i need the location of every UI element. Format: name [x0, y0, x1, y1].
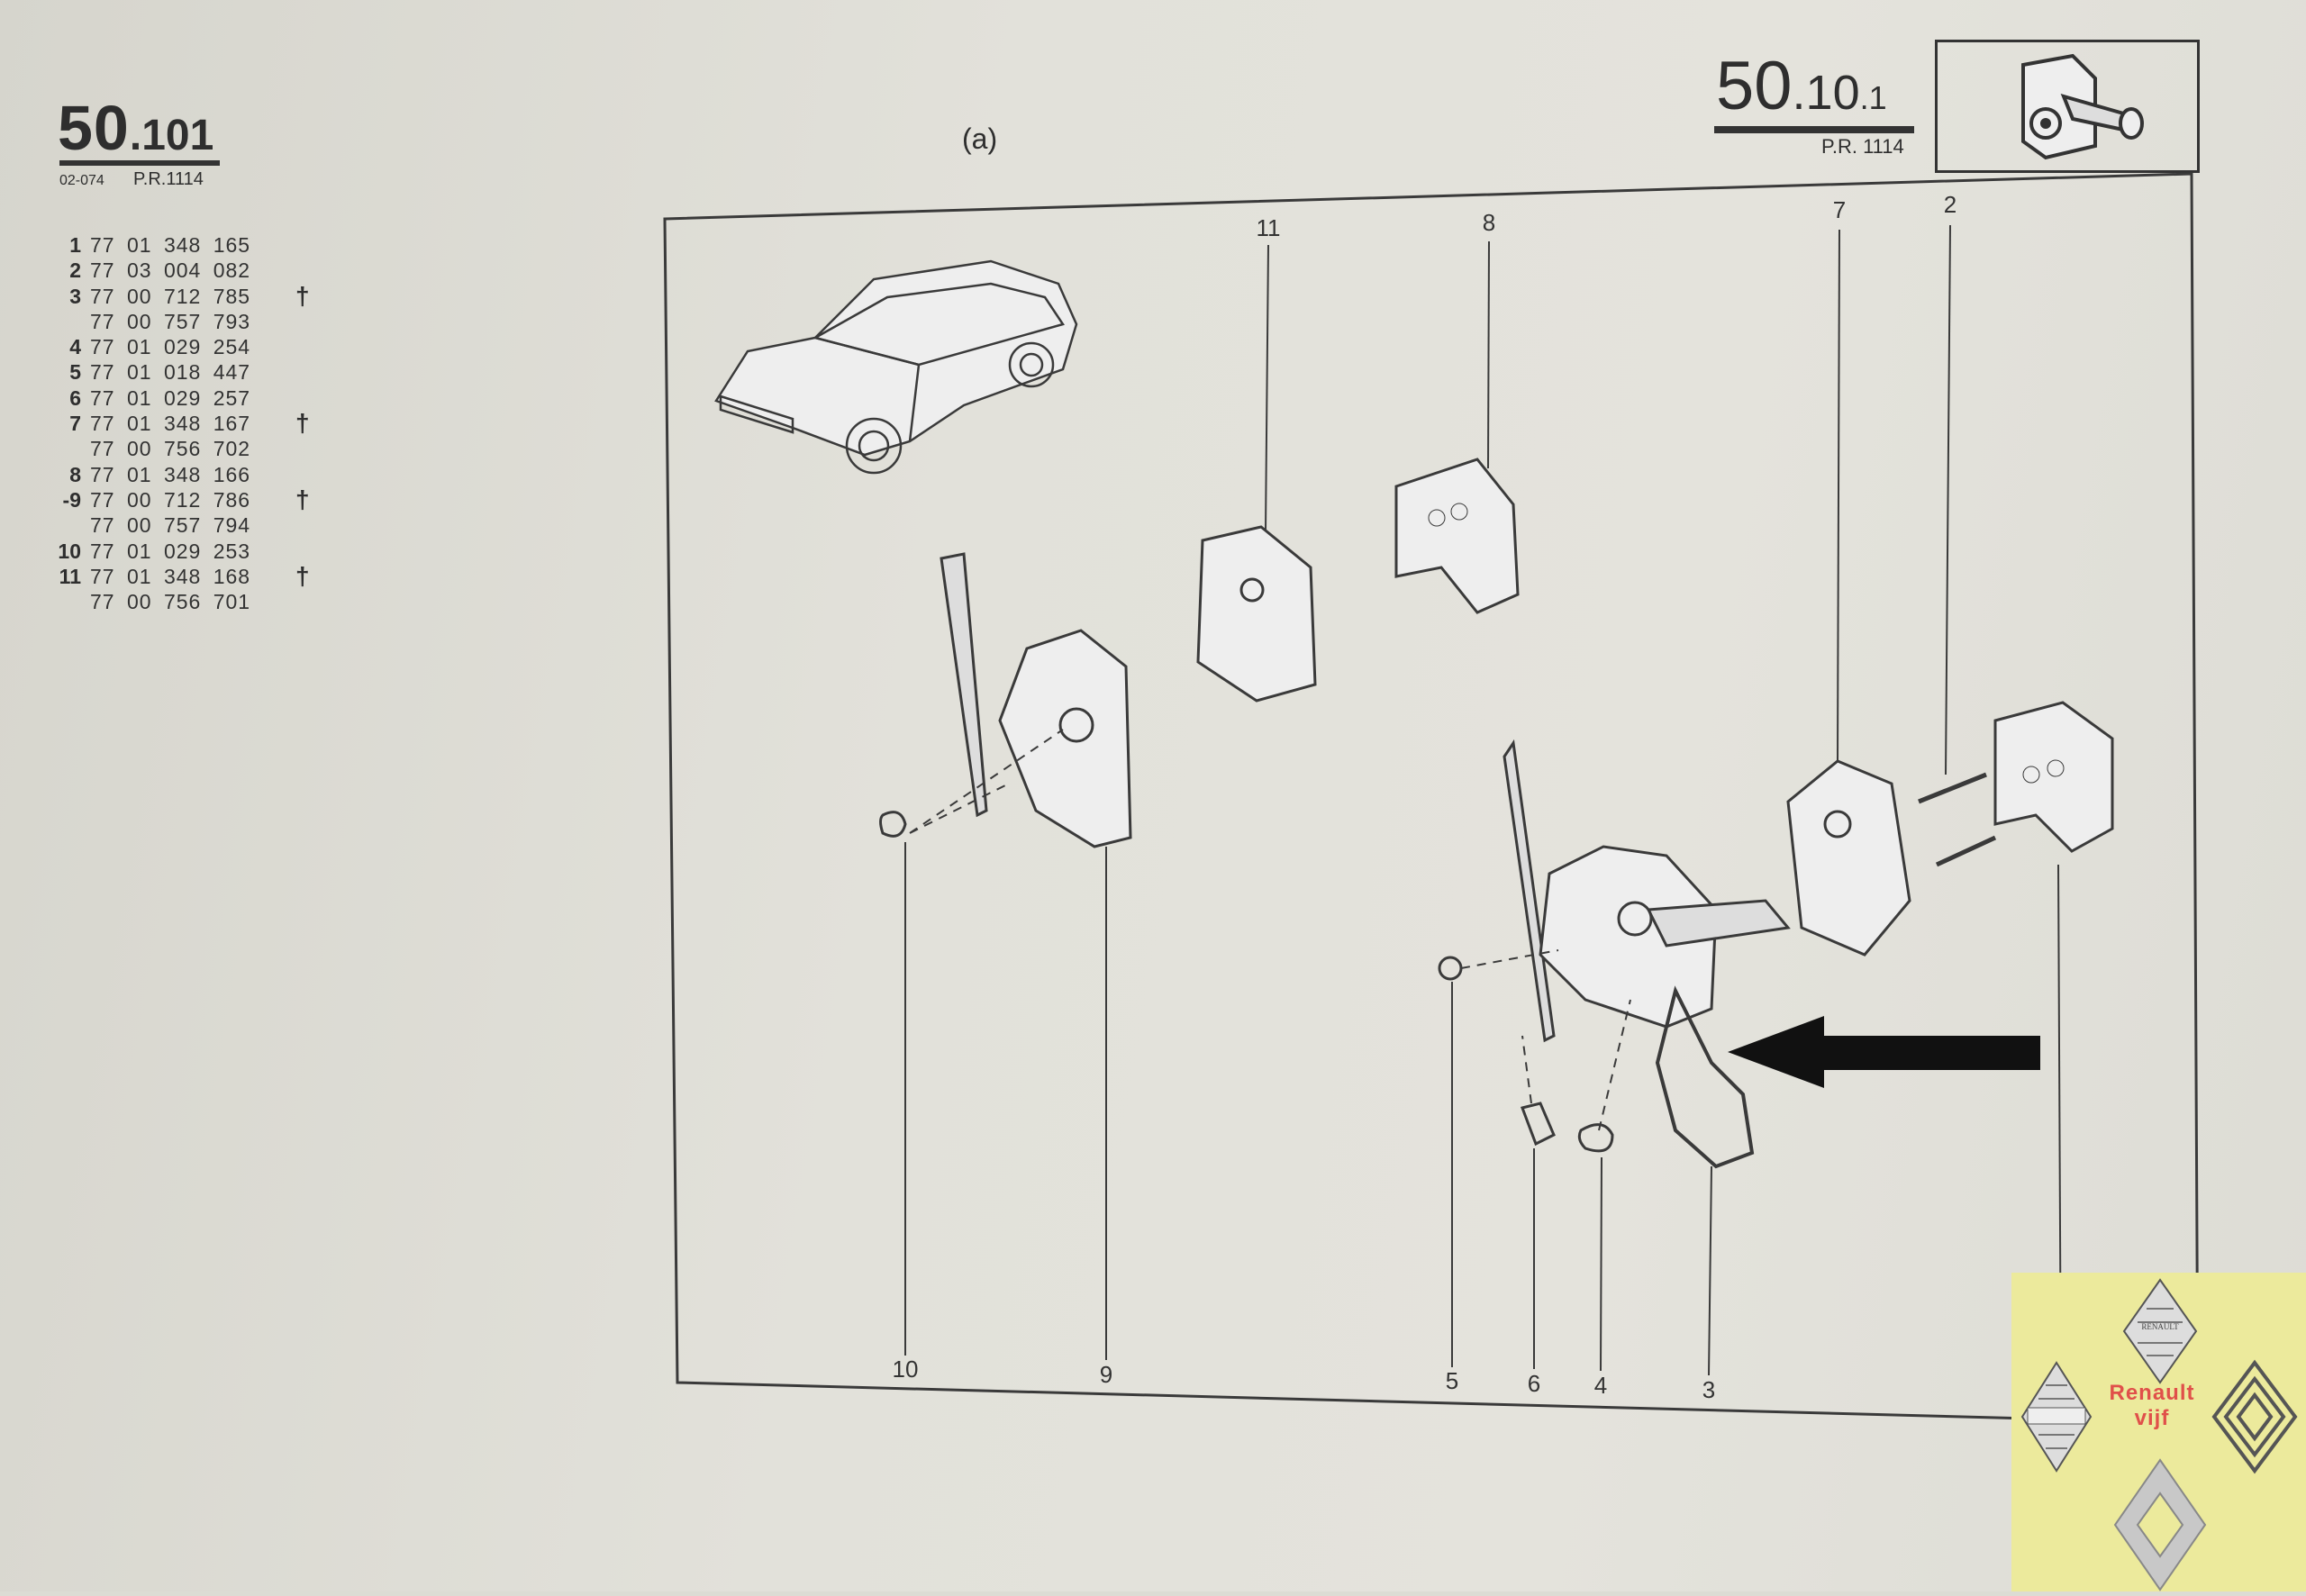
part-ref: 7	[69, 412, 81, 436]
header-rule	[59, 160, 220, 166]
part-number: 77 03 004 082	[90, 258, 251, 283]
supersession-mark: †	[295, 485, 310, 513]
pr-number-left: P.R.1114	[133, 169, 204, 189]
renault-logo-1972	[2211, 1359, 2298, 1474]
renault-logo-modern	[2113, 1458, 2207, 1591]
supersession-mark: †	[295, 561, 310, 590]
parts-list-row: 77 00 756 701	[56, 589, 313, 614]
callout-4: 4	[1593, 1372, 1608, 1399]
part-5	[1438, 956, 1463, 981]
parts-list-row: 8 77 01 348 166	[56, 462, 313, 487]
part-ref: 2	[69, 258, 81, 283]
part-number: 77 00 712 785	[90, 284, 251, 308]
parts-list-row: 6 77 01 029 257	[56, 385, 313, 411]
parts-list-row: 77 00 757 794	[56, 512, 313, 538]
rod	[1503, 739, 1556, 1043]
part-8	[1394, 458, 1520, 614]
part-4	[1577, 1123, 1614, 1153]
parts-list-row: 3 77 00 712 785 †	[56, 281, 313, 310]
parts-list-row: 2 77 03 004 082	[56, 258, 313, 283]
part-3	[1655, 985, 1755, 1169]
renault-logo-1940s	[2122, 1278, 2198, 1384]
lock-assembly	[1539, 845, 1718, 1029]
part-ref: 11	[59, 564, 81, 588]
part-number: 77 00 756 701	[90, 590, 251, 614]
part-number: 77 01 348 165	[90, 233, 251, 257]
page-reference-right: 50.10.1	[1716, 47, 1887, 125]
rod-9	[940, 552, 988, 818]
part-9	[998, 629, 1132, 848]
parts-list-row: 4 77 01 029 254	[56, 334, 313, 359]
part-11	[1196, 525, 1317, 703]
part-number: 77 01 029 254	[90, 335, 251, 359]
callout-10: 10	[892, 1356, 919, 1383]
part-number: 77 00 756 702	[90, 437, 251, 461]
part-ref: 10	[58, 539, 81, 563]
subsection-number: .101	[129, 112, 214, 159]
section-number: 50	[58, 93, 130, 163]
part-number: 77 00 712 786	[90, 487, 251, 512]
watermark-line-2: vijf	[2134, 1406, 2170, 1430]
callout-7: 7	[1832, 196, 1847, 223]
parts-list-row: 7 77 01 348 167 †	[56, 409, 313, 438]
callout-11: 11	[1256, 214, 1281, 241]
part-number: 77 00 757 794	[90, 513, 251, 538]
part-ref: 5	[69, 360, 81, 385]
door-lock-icon	[1935, 40, 2200, 173]
callout-3: 3	[1702, 1376, 1716, 1403]
part-1	[1993, 701, 2114, 853]
pr-number-right: P.R. 1114	[1821, 135, 1904, 158]
part-ref: 1	[69, 233, 81, 257]
callout-6: 6	[1527, 1370, 1541, 1397]
part-ref: 4	[69, 335, 81, 359]
part-number: 77 00 757 793	[90, 309, 251, 333]
parts-list-row: 1 77 01 348 165	[56, 232, 313, 258]
pointer-arrow	[1728, 1016, 2040, 1088]
part-10	[879, 811, 907, 838]
part-number: 77 01 348 168	[90, 564, 251, 588]
parts-list-row: -9 77 00 712 786 †	[56, 485, 313, 513]
callout-2: 2	[1943, 191, 1957, 218]
part-ref: 6	[69, 385, 81, 410]
section-number: 50	[1716, 48, 1793, 124]
part-6	[1521, 1102, 1556, 1147]
logo-lettering: RENAULT	[2141, 1322, 2179, 1331]
callout-9: 9	[1099, 1361, 1113, 1388]
page-reference-left: 50.101	[58, 92, 213, 164]
part-ref: 8	[69, 462, 81, 486]
parts-list-row: 11 77 01 348 168 †	[56, 561, 313, 590]
part-number: 77 01 348 166	[90, 462, 251, 486]
parts-list-row: 77 00 757 793	[56, 309, 313, 334]
renault-logo-1920s	[2020, 1361, 2093, 1473]
parts-list-row: 5 77 01 018 447	[56, 359, 313, 385]
renault-vijf-watermark: Renault vijf RENAULT	[2011, 1273, 2306, 1591]
catalog-code: 02-074	[59, 173, 104, 188]
part-ref: -9	[62, 487, 81, 512]
part-ref: 3	[69, 284, 81, 308]
part-7	[1786, 759, 1911, 957]
car-illustration	[714, 259, 1078, 475]
callout-8: 8	[1482, 209, 1496, 236]
supersession-mark: †	[295, 281, 310, 310]
page-index: .1	[1859, 79, 1887, 116]
supersession-mark: †	[295, 409, 310, 438]
screws-2	[1918, 772, 1997, 867]
variant-label: (a)	[962, 122, 998, 155]
part-number: 77 01 018 447	[90, 360, 251, 385]
parts-list: 1 77 01 348 165 2 77 03 004 082 3 77 00 712 7…	[56, 232, 313, 614]
subsection-number: .10	[1792, 66, 1860, 120]
watermark-line-1: Renault	[2109, 1381, 2195, 1405]
part-number: 77 01 348 167	[90, 412, 251, 436]
parts-list-row: 77 00 756 702	[56, 436, 313, 461]
header-rule	[1714, 126, 1914, 133]
part-number: 77 01 029 257	[90, 385, 251, 410]
part-number: 77 01 029 253	[90, 539, 251, 563]
parts-list-row: 10 77 01 029 253	[56, 539, 313, 564]
callout-5: 5	[1445, 1367, 1459, 1394]
